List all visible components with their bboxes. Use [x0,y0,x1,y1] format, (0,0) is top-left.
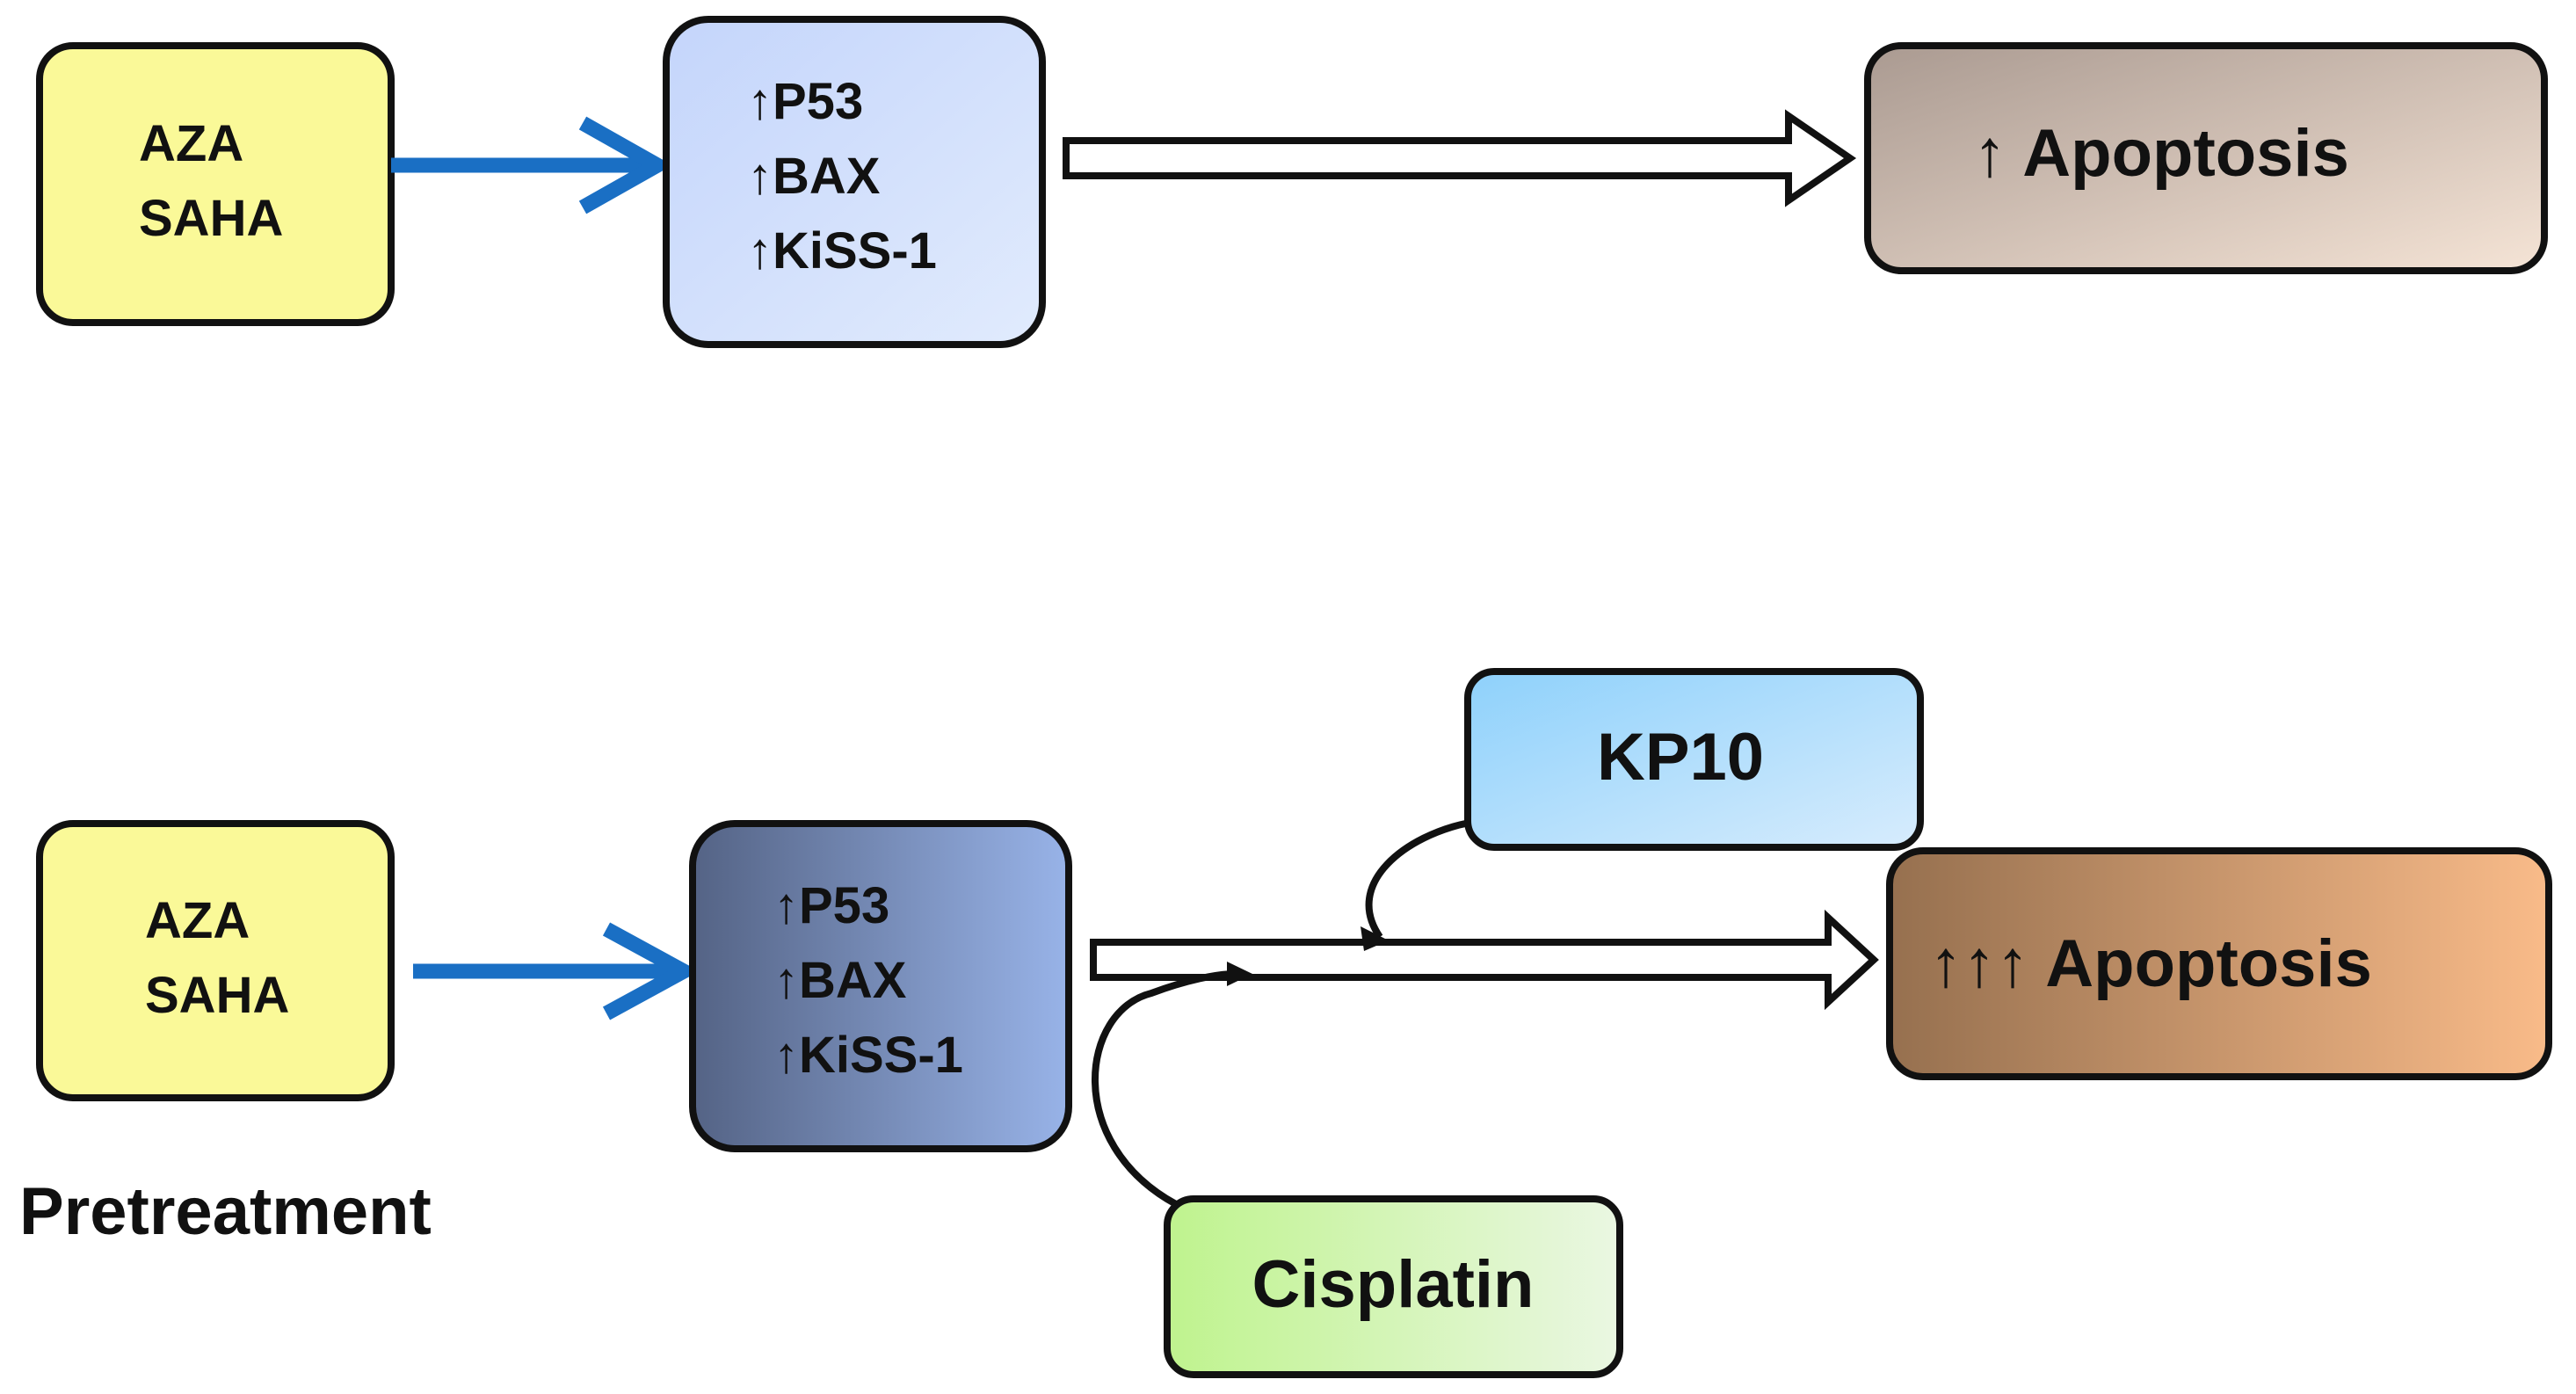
top-hollow-arrow [1063,109,1857,207]
pretreatment-label: Pretreatment [19,1174,432,1249]
bottom-blue-arrow [413,922,700,1020]
bottom-apoptosis-label: ↑↑↑ Apoptosis [1929,926,2372,1001]
top-marker-box: ↑P53 ↑BAX ↑KiSS-1 [663,16,1046,348]
bottom-marker-p53: ↑P53 [773,877,889,934]
bottom-drug-box: AZA SAHA [36,820,395,1101]
bottom-apoptosis-box: ↑↑↑ Apoptosis [1886,847,2552,1080]
bottom-marker-kiss1: ↑KiSS-1 [773,1027,963,1084]
cisplatin-label: Cisplatin [1252,1247,1535,1322]
bottom-drug-aza: AZA [145,892,250,949]
kp10-box: KP10 [1464,668,1924,851]
kp10-connector [1361,819,1470,951]
top-blue-arrow [391,116,673,214]
bottom-drug-saha: SAHA [145,967,289,1024]
top-apoptosis-label: ↑ Apoptosis [1973,116,2349,191]
cisplatin-box: Cisplatin [1164,1195,1623,1378]
top-marker-p53: ↑P53 [747,73,863,130]
cisplatin-connector [1092,962,1252,1208]
top-marker-kiss1: ↑KiSS-1 [747,222,937,280]
top-marker-bax: ↑BAX [747,148,881,205]
bottom-hollow-arrow [1090,909,1879,1011]
kp10-label: KP10 [1597,720,1764,795]
top-drug-box: AZA SAHA [36,42,395,326]
top-drug-saha: SAHA [139,190,283,247]
top-drug-aza: AZA [139,115,243,172]
bottom-marker-box: ↑P53 ↑BAX ↑KiSS-1 [689,820,1072,1152]
top-apoptosis-box: ↑ Apoptosis [1864,42,2548,274]
bottom-marker-bax: ↑BAX [773,952,907,1009]
top-row: AZA SAHA ↑P53 ↑BAX ↑KiSS-1 ↑ Apoptosis [36,16,2548,348]
bottom-row: AZA SAHA ↑P53 ↑BAX ↑KiSS-1 KP10 ↑↑↑ Apop… [19,668,2552,1378]
